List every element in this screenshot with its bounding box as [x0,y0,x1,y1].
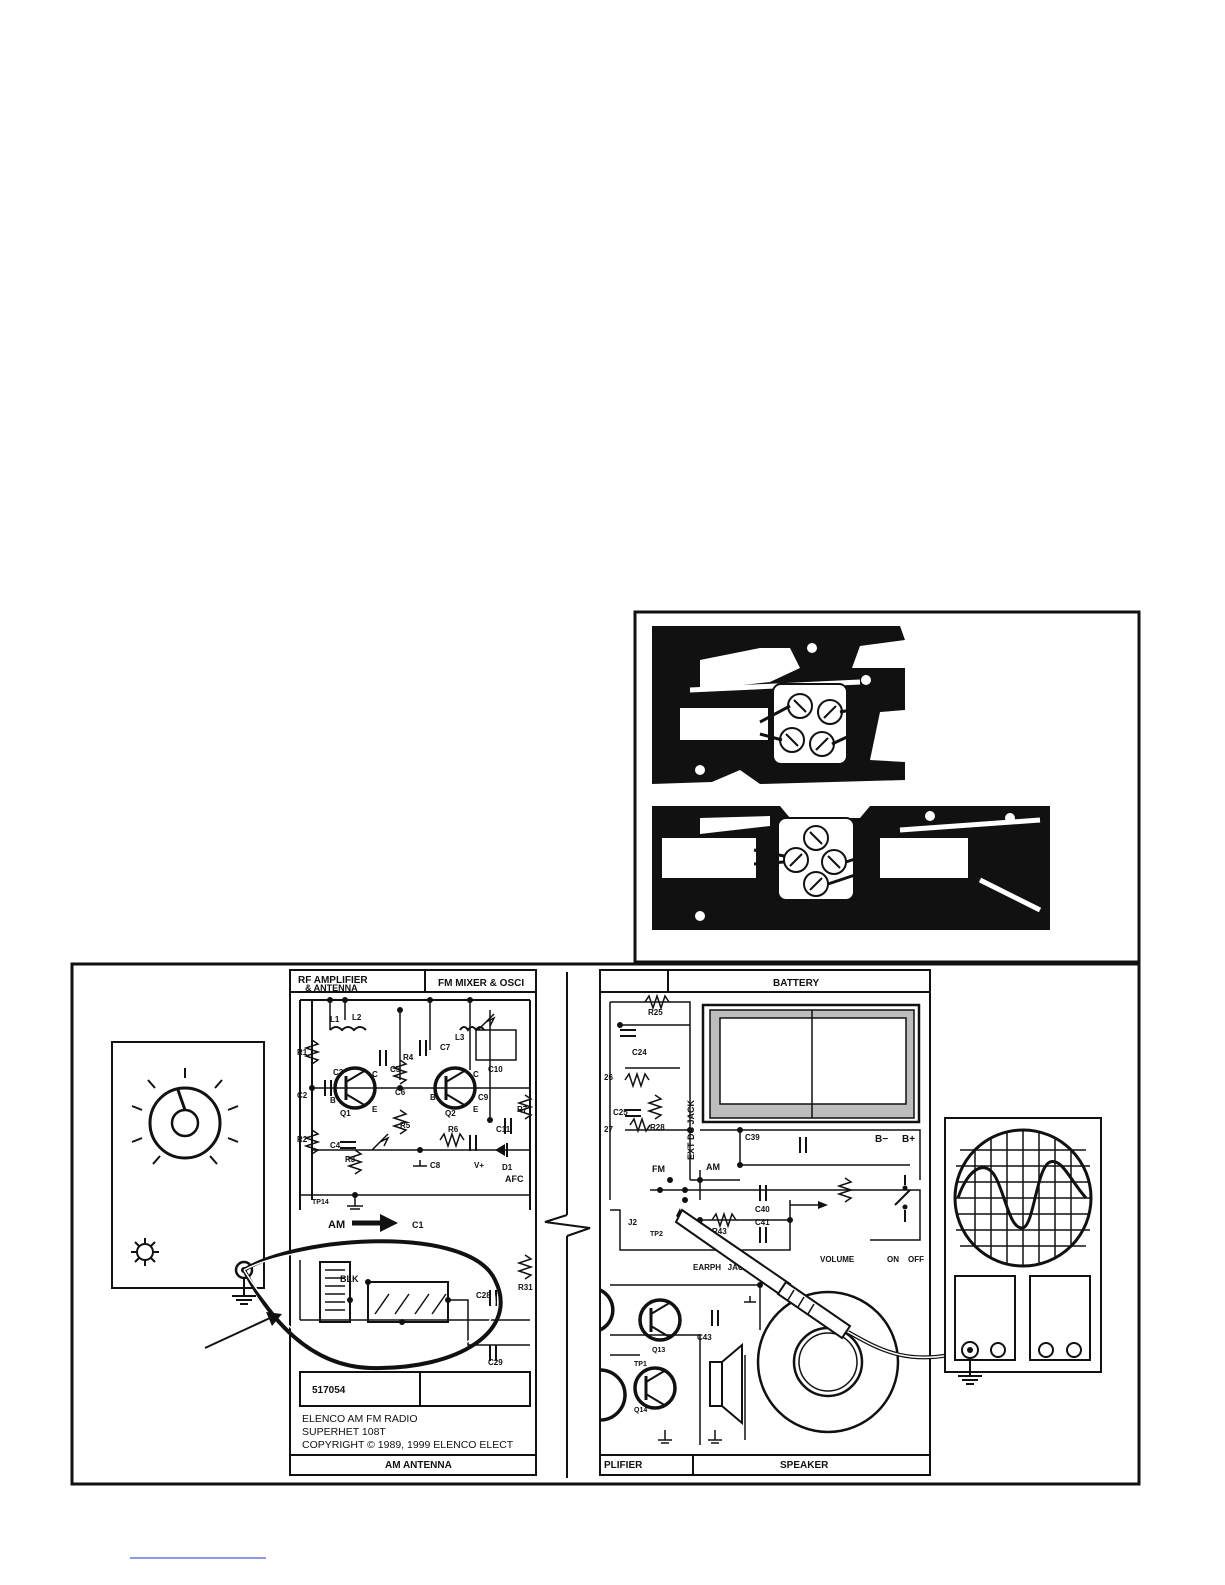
label-c5: C5 [390,1065,401,1074]
label-l1: L1 [330,1015,340,1024]
label-c11: C11 [496,1125,511,1134]
sine-wave-icon [956,1160,1088,1230]
label-part-number: 517054 [312,1385,346,1396]
label-c29: C29 [488,1358,503,1367]
label-speaker: SPEAKER [780,1460,829,1471]
label-afc: AFC [505,1174,524,1184]
battery-holder [701,1003,921,1124]
label-c7: C7 [440,1043,451,1052]
board-break-line [544,972,591,1478]
trimmer-capacitor-upper [759,683,863,765]
label-c43: C43 [697,1333,712,1342]
label-earphone-jack: EARPH JACK [693,1263,750,1272]
pcb-left-board: RF AMPLIFIER & ANTENNA FM MIXER & OSCI L… [289,969,537,1476]
label-ext-dc-jack: EXT DC JACK [686,1099,696,1160]
label-q1: Q1 [340,1109,351,1118]
label-r25: R25 [648,1008,663,1017]
label-c8: C8 [430,1161,441,1170]
label-fm: FM [652,1164,665,1174]
label-r43: R43 [712,1227,727,1236]
label-j2: J2 [628,1218,637,1227]
label-c10: C10 [488,1065,503,1074]
label-r27: 27 [604,1125,613,1134]
label-tp14: TP14 [312,1199,329,1206]
generator-loop-wire [242,1239,503,1371]
label-r1: R1 [297,1048,308,1057]
label-r6: R6 [448,1125,459,1134]
label-v-plus: V+ [474,1161,484,1170]
label-q2-e: E [473,1105,479,1114]
label-l2: L2 [352,1013,362,1022]
label-c41: C41 [755,1218,770,1227]
label-c1: C1 [412,1220,424,1230]
label-l3: L3 [455,1033,465,1042]
pcb-trimmer-detail [633,610,1141,964]
label-c9: C9 [478,1093,489,1102]
label-c3: C3 [333,1068,344,1077]
main-diagram-frame [70,962,1141,1486]
label-q1-e: E [372,1105,378,1114]
pointer-arrow [204,1312,282,1349]
label-c39: C39 [745,1133,760,1142]
label-q1-c: C [372,1070,378,1079]
label-q13: Q13 [652,1347,665,1354]
label-c28: C28 [476,1291,491,1300]
label-c24: C24 [632,1048,647,1057]
label-q1-b: B [330,1096,336,1105]
label-c4: C4 [330,1141,341,1150]
label-battery: BATTERY [773,978,819,989]
label-am-arrow: AM [328,1219,345,1231]
label-r7: R7 [517,1105,528,1114]
label-title-line3: COPYRIGHT © 1989, 1999 ELENCO ELECT [302,1439,514,1451]
label-off: OFF [908,1255,924,1264]
label-amplifier-partial: PLIFIER [604,1460,643,1471]
label-title-line2: SUPERHET 108T [302,1426,386,1438]
label-tp1: TP1 [634,1361,647,1368]
label-r4: R4 [403,1053,414,1062]
label-q2-b: B [430,1093,436,1102]
label-tp2: TP2 [650,1231,663,1238]
label-and-antenna: & ANTENNA [305,983,358,993]
label-c25: C25 [613,1108,628,1117]
label-c2: C2 [297,1091,308,1100]
label-r3: R3 [345,1155,356,1164]
label-r31: R31 [518,1283,533,1292]
label-on: ON [887,1255,899,1264]
label-blk: BLK [340,1274,359,1284]
label-q14: Q14 [634,1407,647,1414]
label-volume: VOLUME [820,1255,855,1264]
oscilloscope-icon [944,1117,1102,1385]
label-q2-c: C [473,1070,479,1079]
trimmer-capacitor-lower [753,817,877,901]
ground-symbol-icon [232,1278,256,1305]
label-q2: Q2 [445,1109,456,1118]
label-am-antenna: AM ANTENNA [385,1460,452,1471]
label-d1: D1 [502,1163,513,1172]
label-b-minus: B− [875,1134,888,1145]
label-rf-amplifier: RF AMPLIFIER [298,975,368,986]
soldering-iron-probe-icon [674,1208,971,1434]
label-title-line1: ELENCO AM FM RADIO [302,1413,418,1425]
label-r5: R5 [400,1121,411,1130]
label-c40: C40 [755,1205,770,1214]
signal-generator-icon [111,1041,265,1289]
pcb-right-board: BATTERY R25 C24 26 C25 27 R28 EXT DC JAC… [599,969,931,1476]
label-am: AM [706,1162,720,1172]
label-r28: R28 [650,1123,665,1132]
label-b-plus: B+ [902,1134,915,1145]
label-fm-mixer: FM MIXER & OSCI [438,978,524,989]
label-r26: 26 [604,1073,613,1082]
label-c6: C6 [395,1088,406,1097]
label-r2: R2 [297,1135,308,1144]
